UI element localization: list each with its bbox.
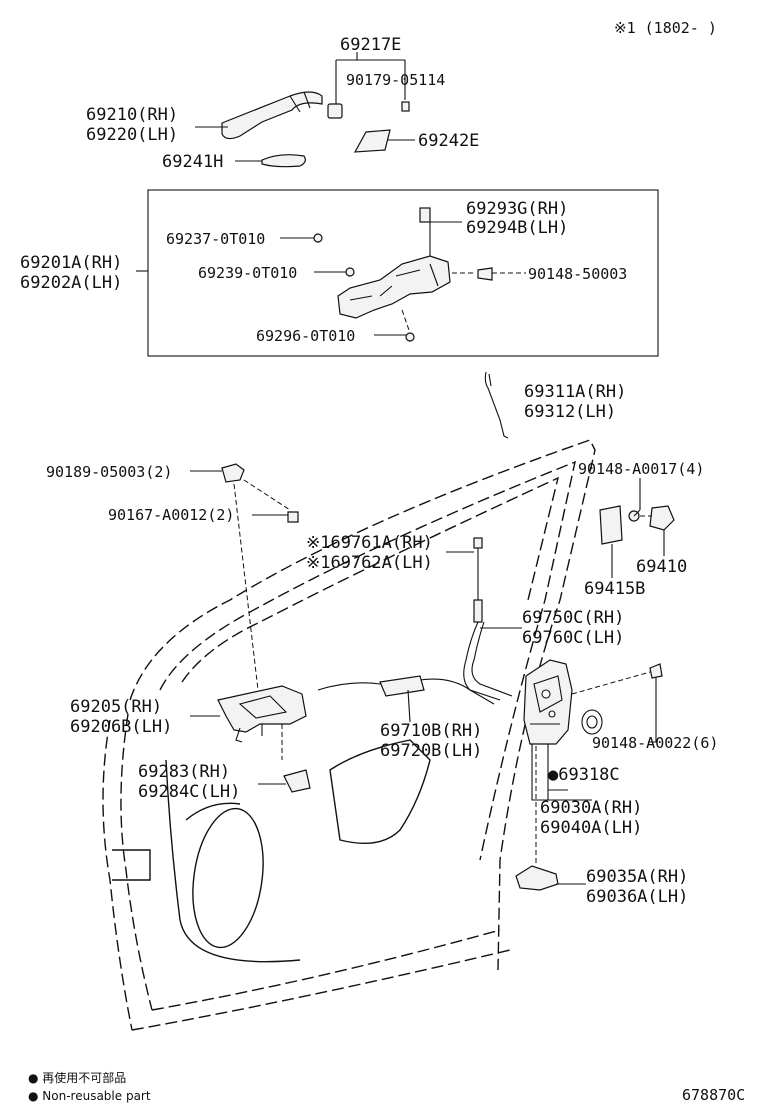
- striker-group: [599, 478, 675, 578]
- label-69296: 69296-0T010: [256, 327, 355, 345]
- speaker-hole: [192, 807, 264, 949]
- inside-cable-group: [317, 675, 495, 723]
- label-69202A: 69202A(LH): [20, 273, 122, 293]
- key-cylinder-cover: [353, 129, 391, 153]
- striker-69410: [649, 505, 675, 531]
- bezel-69283: [283, 769, 311, 793]
- lock-cover-69035A: [515, 865, 559, 891]
- label-69293G: 69293G(RH): [466, 199, 568, 219]
- label-69410: 69410: [636, 557, 687, 577]
- header-note: ※1 (1802- ): [614, 19, 717, 37]
- label-69710B: 69710B(RH): [380, 721, 482, 741]
- inside-handle: [217, 685, 307, 733]
- screw-90167: [287, 511, 299, 523]
- screw-90179: [401, 101, 410, 112]
- label-90148-A0017: 90148-A0017(4): [578, 460, 704, 478]
- door-lock-69030A: [523, 659, 573, 745]
- lock-rod-group: [446, 537, 513, 701]
- label-69206B: 69206B(LH): [70, 717, 172, 737]
- legend-english: ● Non-reusable part: [28, 1089, 151, 1103]
- label-90148-A0022: 90148-A0022(6): [592, 734, 718, 752]
- label-69040A: 69040A(LH): [540, 818, 642, 838]
- outside-handle-group: [195, 52, 415, 168]
- label-69210: 69210(RH): [86, 105, 178, 125]
- handle-cover-clip: [327, 103, 343, 119]
- left-fasteners: [190, 463, 299, 691]
- label-69294B: 69294B(LH): [466, 218, 568, 238]
- label-69036A: 69036A(LH): [586, 887, 688, 907]
- figure-id: 678870C: [682, 1086, 745, 1104]
- label-69237: 69237-0T010: [166, 230, 265, 248]
- seal-69239: [345, 267, 355, 277]
- handle-pad: [261, 154, 306, 168]
- bolt-90148-50003: [477, 267, 493, 281]
- outside-handle: [221, 91, 323, 140]
- inside-handle-group: [190, 685, 311, 793]
- bolt-90148-A0022: [649, 663, 663, 679]
- label-69239: 69239-0T010: [198, 264, 297, 282]
- screw-69296: [405, 332, 415, 342]
- cover-69415B: [599, 505, 623, 545]
- label-69241H: 69241H: [162, 152, 223, 172]
- label-69415B: 69415B: [584, 579, 645, 599]
- label-69720B: 69720B(LH): [380, 741, 482, 761]
- label-69283: 69283(RH): [138, 762, 230, 782]
- handle-frame-group: [136, 207, 526, 342]
- label-69318C: ●69318C: [548, 765, 620, 785]
- label-69201A: 69201A(RH): [20, 253, 122, 273]
- label-69750C: 69750C(RH): [522, 608, 624, 628]
- label-69242E: 69242E: [418, 131, 479, 151]
- label-69761A: ※169761A(RH): [306, 533, 433, 553]
- label-69312: 69312(LH): [524, 402, 616, 422]
- label-90179: 90179-05114: [346, 71, 445, 89]
- label-69030A: 69030A(RH): [540, 798, 642, 818]
- handle-frame: [337, 255, 451, 319]
- door-lock-group: [523, 659, 663, 801]
- label-69760C: 69760C(LH): [522, 628, 624, 648]
- label-90148-50003: 90148-50003: [528, 265, 627, 283]
- label-69762A: ※169762A(LH): [306, 553, 433, 573]
- seal-69237: [313, 233, 323, 243]
- door-panel: [102, 439, 596, 1031]
- handle-frame-box: [147, 189, 659, 357]
- label-69205: 69205(RH): [70, 697, 162, 717]
- label-69284C: 69284C(LH): [138, 782, 240, 802]
- label-69217E: 69217E: [340, 35, 401, 55]
- clip-90189: [221, 463, 245, 483]
- legend-japanese: ● 再使用不可部品: [28, 1070, 126, 1085]
- label-69311A: 69311A(RH): [524, 382, 626, 402]
- rod-69311A: [484, 371, 509, 439]
- clip-69293G: [419, 207, 431, 223]
- lock-cover-group: [515, 746, 586, 891]
- label-90189: 90189-05003(2): [46, 463, 172, 481]
- label-69035A: 69035A(RH): [586, 867, 688, 887]
- rod-group: [484, 371, 509, 439]
- label-90167: 90167-A0012(2): [108, 506, 234, 524]
- label-69220: 69220(LH): [86, 125, 178, 145]
